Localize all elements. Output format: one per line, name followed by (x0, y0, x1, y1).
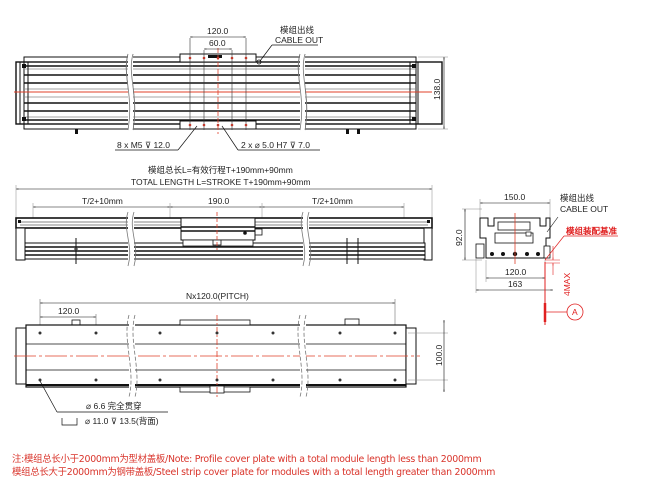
bottom-view: Nx120.0(PITCH) 120.0 (14, 291, 448, 426)
note-steel-strip-cover: 模组总长大于2000mm为钢带盖板/Steel strip cover plat… (12, 467, 496, 478)
dim-163: 163 (508, 279, 522, 289)
dim-120-top: 120.0 (207, 26, 229, 36)
dim-right-segment: T/2+10mm (312, 196, 353, 206)
total-length-cn: 模组总长L=有效行程T+190mm+90mm (148, 165, 293, 175)
assembly-datum-label: 模组装配基准 (566, 226, 618, 236)
callout-m5-holes: 8 x M5 ⊽ 12.0 (117, 140, 170, 150)
top-view: 模组出线 CABLE OUT 120.0 60.0 138.0 8 x M5 ⊽… (14, 25, 448, 151)
callout-pin-holes: 2 x ⌀ 5.0 H7 ⊽ 7.0 (241, 140, 310, 150)
dim-100: 100.0 (434, 344, 444, 366)
hole-callout-counterbore: ⌀ 11.0 ⊽ 13.5(背面) (85, 416, 159, 426)
dim-pitch: Nx120.0(PITCH) (186, 291, 249, 301)
cable-out-en-label: CABLE OUT (275, 35, 323, 45)
cable-out-cn-label: 模组出线 (280, 25, 315, 35)
datum-a-label: A (572, 307, 578, 317)
dim-150: 150.0 (504, 192, 526, 202)
end-cable-out-cn: 模组出线 (560, 193, 595, 203)
dim-4max: 4MAX (562, 273, 572, 296)
end-view: 150.0 92.0 模组出线 CABLE OUT 模组装配基准 120.0 (454, 192, 618, 325)
total-length-en: TOTAL LENGTH L=STROKE T+190mm+90mm (131, 177, 310, 187)
dim-carriage: 190.0 (208, 196, 230, 206)
dim-120-end: 120.0 (505, 267, 527, 277)
note-profile-cover: 注:模组总长小于2000mm为型材盖板/Note: Profile cover … (12, 454, 482, 465)
dim-138: 138.0 (432, 78, 442, 100)
side-view: 模组总长L=有效行程T+190mm+90mm TOTAL LENGTH L=ST… (15, 165, 433, 267)
hole-callout-through: ⌀ 6.6 完全贯穿 (86, 401, 142, 411)
dim-left-segment: T/2+10mm (82, 196, 123, 206)
dim-first-pitch: 120.0 (58, 306, 80, 316)
dim-92: 92.0 (454, 229, 464, 246)
dim-60-top: 60.0 (209, 38, 226, 48)
end-cable-out-en: CABLE OUT (560, 204, 608, 214)
